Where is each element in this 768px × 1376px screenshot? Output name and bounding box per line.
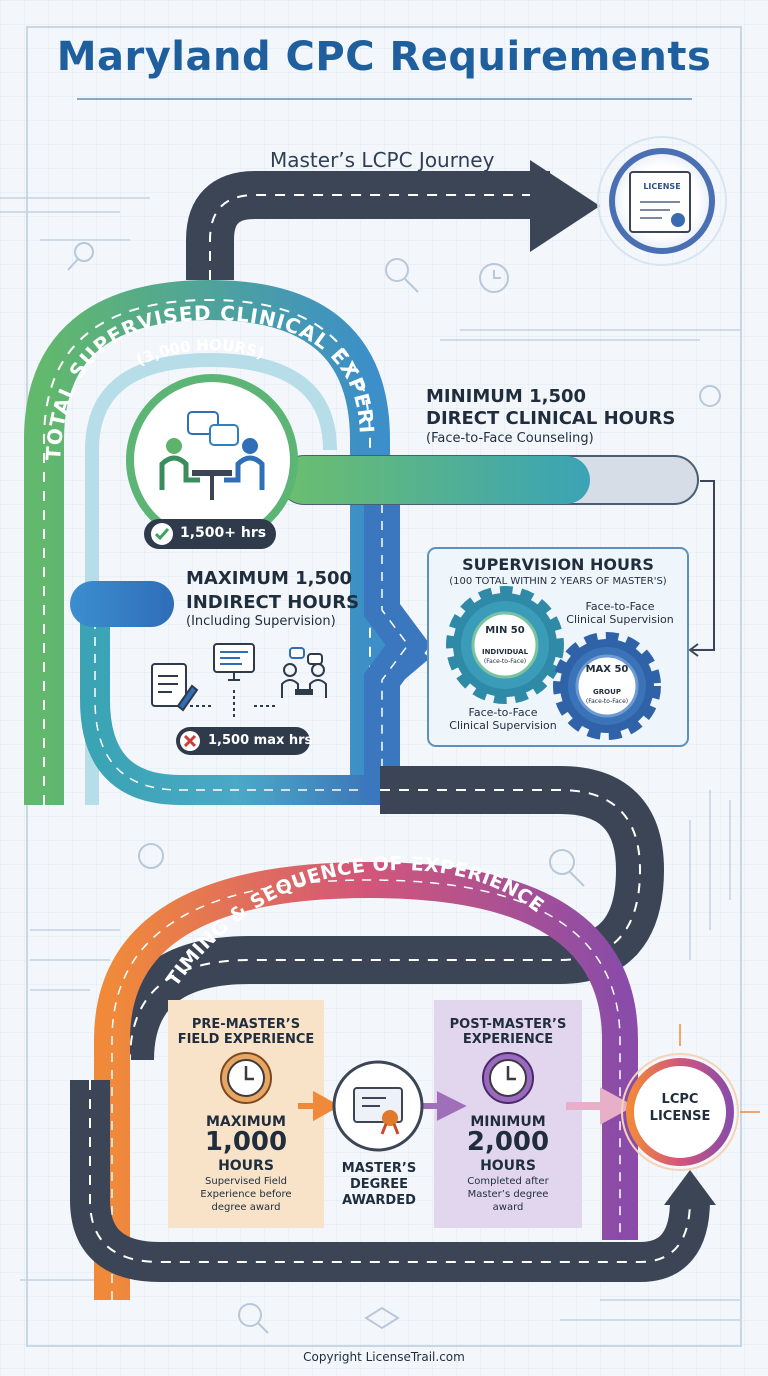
direct-subtitle: (Face-to-Face Counseling) xyxy=(426,431,594,446)
supervision-caption-top-line1: Face-to-Face xyxy=(585,600,655,613)
direct-title-line1: MINIMUM 1,500 xyxy=(426,386,587,407)
gear-group-line1: MAX 50 xyxy=(585,664,629,675)
gear-individual xyxy=(446,586,564,704)
supervision-caption-bottom-line2: Clinical Supervision xyxy=(449,719,557,732)
road-top xyxy=(186,160,600,280)
arrow-degree-to-post xyxy=(418,1091,467,1121)
indirect-hours-bar xyxy=(70,581,174,627)
post-title-line1: POST-MASTER’S xyxy=(449,1017,567,1032)
indirect-icons xyxy=(151,643,327,720)
pre-desc-line1: Supervised Field xyxy=(205,1176,287,1187)
arc-total-supervised xyxy=(24,279,431,805)
indirect-subtitle: (Including Supervision) xyxy=(186,614,336,629)
pre-desc-line3: degree award xyxy=(211,1202,281,1213)
post-desc-line1: Completed after xyxy=(467,1176,549,1187)
x-icon-mark xyxy=(183,734,197,748)
post-qualifier: MINIMUM xyxy=(470,1114,546,1130)
post-unit: HOURS xyxy=(480,1158,536,1174)
supervision-caption-bottom-line1: Face-to-Face xyxy=(468,706,538,719)
pre-unit: HOURS xyxy=(218,1158,274,1174)
gear-individual-line1: MIN 50 xyxy=(485,625,525,636)
arrow-post-to-license xyxy=(566,1087,635,1125)
arrow-pre-to-degree xyxy=(298,1090,341,1122)
check-icon-mark xyxy=(154,528,170,541)
post-master-panel xyxy=(434,1000,582,1228)
lcpc-license-circle xyxy=(621,1024,760,1171)
gear-individual-line2: INDIVIDUAL xyxy=(481,648,529,656)
direct-badge-text: 1,500+ hrs xyxy=(180,525,267,541)
post-number: 2,000 xyxy=(466,1127,550,1157)
pre-title-line2: FIELD EXPERIENCE xyxy=(177,1032,315,1047)
license-document-label: LICENSE xyxy=(643,182,681,191)
clock-icon-post xyxy=(482,1052,534,1104)
gear-individual-line3: (Face-to-Face) xyxy=(483,658,527,665)
clock-icon-pre xyxy=(220,1052,272,1104)
supervision-subtitle: (100 TOTAL WITHIN 2 YEARS OF MASTER'S) xyxy=(449,576,667,587)
indirect-badge-text: 1,500 max hrs xyxy=(208,733,313,748)
circuit-decor xyxy=(0,197,740,1321)
pre-qualifier: MAXIMUM xyxy=(205,1114,286,1130)
gear-group xyxy=(553,632,661,740)
gear-group-line3: (Face-to-Face) xyxy=(585,698,629,705)
arc-timing xyxy=(94,861,638,1300)
license-document-circle xyxy=(597,136,727,266)
pre-desc-line2: Experience before xyxy=(200,1189,292,1200)
decor-icons xyxy=(67,242,721,1334)
pre-title-line1: PRE-MASTER’S xyxy=(191,1017,301,1032)
post-desc-line3: award xyxy=(492,1202,524,1213)
indirect-title-line2: INDIRECT HOURS xyxy=(186,592,360,613)
indirect-badge xyxy=(176,727,310,755)
direct-badge xyxy=(144,519,276,549)
road-bottom xyxy=(70,1080,716,1282)
lcpc-line2: LICENSE xyxy=(649,1109,711,1124)
copyright: Copyright LicenseTrail.com xyxy=(303,1350,465,1364)
gear-group-line2: GROUP xyxy=(593,688,621,696)
degree-line1: MASTER’S xyxy=(341,1161,417,1176)
degree-icon-circle xyxy=(332,1060,424,1152)
journey-title: Master’s LCPC Journey xyxy=(270,148,495,172)
post-desc-line2: Master’s degree xyxy=(467,1189,549,1200)
direct-hours-bar xyxy=(279,455,715,657)
road-mid xyxy=(106,766,665,1061)
supervision-title: SUPERVISION HOURS xyxy=(462,555,654,574)
post-title-line2: EXPERIENCE xyxy=(462,1032,554,1047)
page-title: Maryland CPC Requirements xyxy=(56,34,712,80)
supervision-caption-top-line2: Clinical Supervision xyxy=(566,613,674,626)
direct-title-line2: DIRECT CLINICAL HOURS xyxy=(426,408,676,429)
indirect-title-line1: MAXIMUM 1,500 xyxy=(186,568,353,589)
pre-master-panel xyxy=(168,1000,324,1228)
degree-line3: AWARDED xyxy=(342,1193,416,1208)
degree-line2: DEGREE xyxy=(349,1177,409,1192)
pre-number: 1,000 xyxy=(204,1127,288,1157)
lcpc-line1: LCPC xyxy=(661,1092,699,1107)
direct-hours-icon-circle xyxy=(126,374,298,546)
